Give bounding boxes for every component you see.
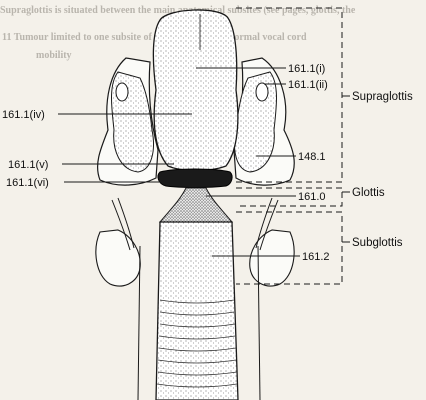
label-161-0: 161.0 (298, 191, 326, 203)
label-161-1-iv: 161.1(iv) (2, 109, 45, 121)
label-161-1-vi: 161.1(vi) (6, 177, 49, 189)
subglottic-funnel (160, 188, 232, 222)
left-cuneiform-tubercle (116, 83, 128, 101)
label-161-2: 161.2 (302, 251, 330, 263)
label-161-1-v: 161.1(v) (8, 159, 48, 171)
right-cuneiform-tubercle (256, 83, 268, 101)
glottis-band (158, 169, 232, 188)
left-cricoid-lamina (96, 230, 140, 286)
epiglottis (153, 10, 237, 171)
region-label-subglottis: Subglottis (352, 237, 403, 249)
label-161-1-ii: 161.1(ii) (288, 79, 328, 91)
region-label-ticks (342, 96, 350, 242)
region-label-glottis: Glottis (352, 187, 385, 199)
label-148-1: 148.1 (298, 151, 326, 163)
right-cricoid-lamina (250, 230, 294, 286)
background-line-3: mobility (36, 50, 72, 61)
label-161-1-i: 161.1(i) (288, 63, 325, 75)
region-label-supraglottis: Supraglottis (352, 91, 413, 103)
right-aryepiglottic-fold (235, 72, 277, 172)
